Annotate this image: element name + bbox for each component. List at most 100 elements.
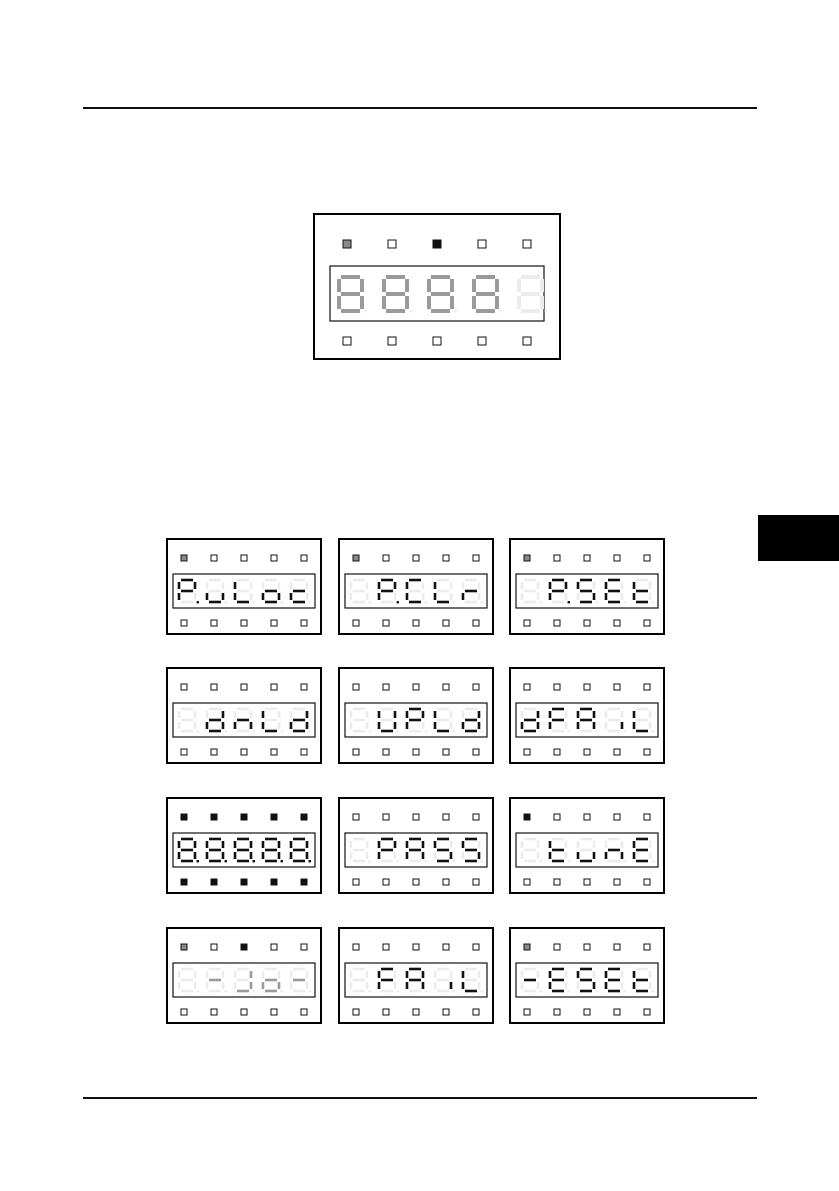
status-led bbox=[241, 749, 247, 755]
decimal-point bbox=[481, 860, 483, 862]
status-led bbox=[523, 337, 531, 345]
status-led bbox=[413, 555, 419, 561]
status-led bbox=[524, 555, 530, 561]
status-led bbox=[383, 814, 389, 820]
header-rule bbox=[83, 107, 757, 109]
status-led bbox=[413, 879, 419, 885]
status-led bbox=[301, 749, 307, 755]
decimal-point bbox=[281, 990, 283, 992]
status-led bbox=[241, 555, 247, 561]
status-led bbox=[353, 879, 359, 885]
decimal-point bbox=[652, 601, 654, 603]
status-led bbox=[383, 1009, 389, 1015]
decimal-point bbox=[453, 860, 455, 862]
status-led bbox=[554, 879, 560, 885]
decimal-point bbox=[652, 730, 654, 732]
display-svg bbox=[340, 929, 492, 1022]
status-led bbox=[478, 240, 486, 248]
display-svg bbox=[511, 799, 663, 892]
status-led bbox=[644, 620, 650, 626]
status-led bbox=[584, 749, 590, 755]
status-led bbox=[241, 1009, 247, 1015]
display-panel bbox=[166, 797, 322, 894]
display-svg bbox=[340, 540, 492, 633]
status-led bbox=[181, 684, 187, 690]
decimal-point bbox=[364, 310, 366, 312]
decimal-point bbox=[369, 860, 371, 862]
decimal-point bbox=[453, 601, 455, 603]
display-panel bbox=[166, 538, 322, 635]
decimal-point bbox=[397, 990, 399, 992]
status-led bbox=[413, 944, 419, 950]
status-led bbox=[353, 814, 359, 820]
status-led bbox=[383, 879, 389, 885]
decimal-point bbox=[540, 990, 542, 992]
decimal-point bbox=[197, 860, 199, 862]
status-led bbox=[211, 620, 217, 626]
status-led bbox=[433, 240, 441, 248]
decimal-point bbox=[309, 990, 311, 992]
decimal-point bbox=[253, 860, 255, 862]
decimal-point bbox=[568, 601, 570, 603]
status-led bbox=[271, 620, 277, 626]
status-led bbox=[181, 555, 187, 561]
decimal-point bbox=[281, 860, 283, 862]
decimal-point bbox=[540, 860, 542, 862]
decimal-point bbox=[568, 990, 570, 992]
status-led bbox=[644, 684, 650, 690]
footer-rule bbox=[83, 1097, 757, 1099]
status-led bbox=[433, 337, 441, 345]
status-led bbox=[211, 684, 217, 690]
status-led bbox=[554, 555, 560, 561]
status-led bbox=[443, 684, 449, 690]
status-led bbox=[473, 1009, 479, 1015]
decimal-point bbox=[652, 990, 654, 992]
status-led bbox=[443, 749, 449, 755]
decimal-point bbox=[596, 730, 598, 732]
decimal-point bbox=[369, 990, 371, 992]
status-led bbox=[584, 555, 590, 561]
status-led bbox=[301, 1009, 307, 1015]
status-led bbox=[181, 620, 187, 626]
main-display-svg bbox=[315, 215, 559, 358]
decimal-point bbox=[544, 310, 546, 312]
status-led bbox=[584, 944, 590, 950]
decimal-point bbox=[596, 990, 598, 992]
display-panel bbox=[166, 927, 322, 1024]
status-led bbox=[524, 620, 530, 626]
status-led bbox=[473, 879, 479, 885]
decimal-point bbox=[481, 601, 483, 603]
status-led bbox=[413, 814, 419, 820]
decimal-point bbox=[624, 601, 626, 603]
status-led bbox=[383, 944, 389, 950]
status-led bbox=[271, 555, 277, 561]
status-led bbox=[301, 684, 307, 690]
decimal-point bbox=[369, 601, 371, 603]
display-panel bbox=[509, 927, 665, 1024]
status-led bbox=[584, 879, 590, 885]
status-led bbox=[554, 684, 560, 690]
status-led bbox=[524, 749, 530, 755]
status-led bbox=[478, 337, 486, 345]
decimal-point bbox=[197, 730, 199, 732]
decimal-point bbox=[624, 860, 626, 862]
status-led bbox=[443, 879, 449, 885]
status-led bbox=[614, 684, 620, 690]
status-led bbox=[271, 1009, 277, 1015]
status-led bbox=[241, 944, 247, 950]
status-led bbox=[614, 814, 620, 820]
status-led bbox=[554, 1009, 560, 1015]
chapter-tab bbox=[758, 515, 839, 561]
decimal-point bbox=[425, 730, 427, 732]
decimal-point bbox=[225, 860, 227, 862]
decimal-point bbox=[197, 990, 199, 992]
status-led bbox=[443, 814, 449, 820]
status-led bbox=[644, 1009, 650, 1015]
decimal-point bbox=[253, 990, 255, 992]
decimal-point bbox=[425, 860, 427, 862]
decimal-point bbox=[281, 730, 283, 732]
main-display-panel bbox=[313, 213, 561, 360]
status-led bbox=[644, 749, 650, 755]
status-led bbox=[584, 684, 590, 690]
status-led bbox=[473, 684, 479, 690]
